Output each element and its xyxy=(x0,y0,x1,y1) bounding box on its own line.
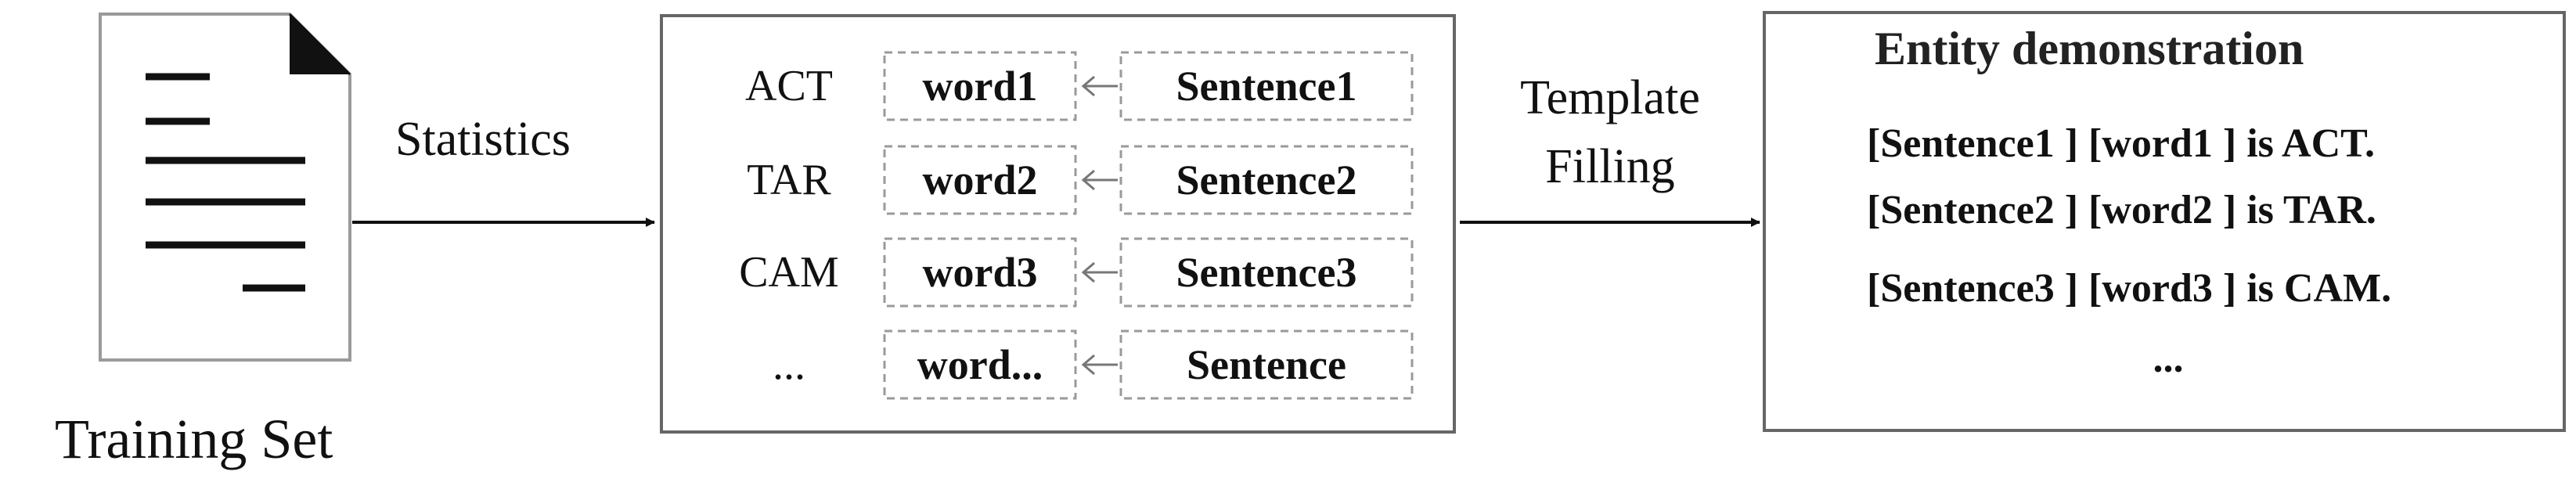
entity-label: ACT xyxy=(745,62,833,110)
left-arrow-icon xyxy=(1081,261,1118,283)
word-label: word3 xyxy=(923,249,1038,296)
statistics-label: Statistics xyxy=(395,113,571,166)
word-label: word... xyxy=(917,341,1043,388)
word-label: word2 xyxy=(923,157,1038,203)
word-box xyxy=(883,145,1077,215)
left-arrow-icon xyxy=(1081,169,1118,191)
demonstration-box xyxy=(1763,11,2566,432)
sentence-box xyxy=(1119,51,1414,121)
training-set-label: Training Set xyxy=(55,408,333,470)
demonstration-ellipsis: ... xyxy=(2153,337,2184,381)
word-label: word1 xyxy=(923,63,1038,110)
demonstration-line: [Sentence3 ] [word3 ] is CAM. xyxy=(1867,266,2391,311)
mapping-row: CAM word3 Sentence3 xyxy=(739,237,1414,308)
demonstration-line: [Sentence2 ] [word2 ] is TAR. xyxy=(1867,188,2376,232)
sentence-label: Sentence1 xyxy=(1176,63,1357,110)
word-box xyxy=(883,51,1077,121)
demonstration-line: [Sentence1 ] [word1 ] is ACT. xyxy=(1867,121,2375,166)
sentence-box xyxy=(1119,237,1414,308)
word-box xyxy=(883,329,1077,400)
template-label-line2: Filling xyxy=(1545,140,1674,193)
mapping-row: TAR word2 Sentence2 xyxy=(747,145,1414,215)
mapping-row: ... word... Sentence xyxy=(773,329,1414,400)
sentence-label: Sentence3 xyxy=(1176,249,1357,296)
entity-label: ... xyxy=(773,340,805,389)
sentence-box xyxy=(1119,329,1414,400)
left-arrow-icon xyxy=(1081,75,1118,97)
demonstration-title: Entity demonstration xyxy=(1875,23,2304,74)
sentence-label: Sentence2 xyxy=(1176,157,1357,203)
template-label-line1: Template xyxy=(1520,71,1700,124)
entity-label: TAR xyxy=(747,156,831,204)
sentence-box xyxy=(1119,145,1414,215)
sentence-label: Sentence xyxy=(1187,341,1346,388)
mapping-row: ACT word1 Sentence1 xyxy=(745,51,1414,121)
mapping-table-box xyxy=(660,14,1456,434)
word-box xyxy=(883,237,1077,308)
left-arrow-icon xyxy=(1081,354,1118,376)
entity-label: CAM xyxy=(739,248,839,297)
document-icon xyxy=(99,13,351,362)
